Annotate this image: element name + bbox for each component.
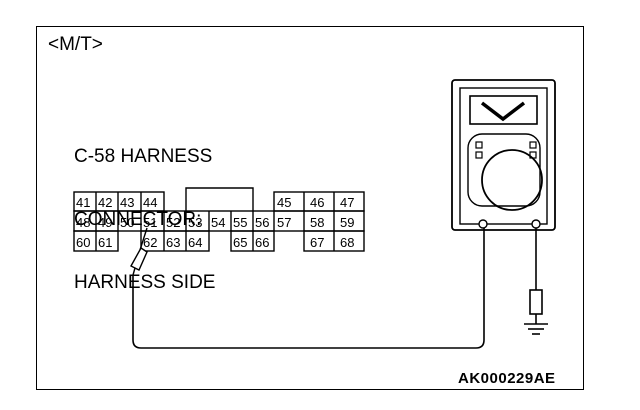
connector-title-line-3: HARNESS SIDE <box>74 272 216 293</box>
pin-label: 63 <box>166 235 180 250</box>
pin-label: 67 <box>310 235 324 250</box>
pin-label: 68 <box>340 235 354 250</box>
probe-icon <box>130 227 148 276</box>
pin-label: 42 <box>98 195 112 210</box>
connector-pin-labels: 41 42 43 44 45 46 47 48 49 50 51 52 53 5… <box>76 195 354 250</box>
pin-label: 60 <box>76 235 90 250</box>
diagram-frame <box>36 26 584 390</box>
pin-label: 44 <box>143 195 157 210</box>
pin-label: 43 <box>120 195 134 210</box>
pin-label: 65 <box>233 235 247 250</box>
connector-title-line-2: CONNECTOR: <box>74 209 202 230</box>
pin-label: 64 <box>188 235 202 250</box>
voltage-symbol-icon <box>480 101 526 122</box>
pin-label: 52 <box>166 215 180 230</box>
pin-label: 50 <box>120 215 134 230</box>
multimeter-icon <box>451 79 556 231</box>
pin-label: 59 <box>340 215 354 230</box>
pin-label: 62 <box>143 235 157 250</box>
pin-label: 61 <box>98 235 112 250</box>
ground-lead <box>529 228 543 324</box>
connector-face <box>73 187 365 252</box>
pin-label: 56 <box>255 215 269 230</box>
pin-label: 48 <box>76 215 90 230</box>
test-lead-wire <box>132 228 485 349</box>
figure-code: AK000229AE <box>458 370 556 387</box>
pin-label: 46 <box>310 195 324 210</box>
pin-label: 55 <box>233 215 247 230</box>
pin-label: 53 <box>188 215 202 230</box>
transmission-variant-label: <M/T> <box>48 34 103 55</box>
pin-label: 49 <box>98 215 112 230</box>
pin-label: 51 <box>143 215 157 230</box>
pin-label: 41 <box>76 195 90 210</box>
ground-icon <box>524 323 548 335</box>
pin-label: 45 <box>277 195 291 210</box>
pin-label: 47 <box>340 195 354 210</box>
connector-title: C-58 HARNESS CONNECTOR: HARNESS SIDE <box>74 104 215 314</box>
pin-label: 58 <box>310 215 324 230</box>
pin-label: 57 <box>277 215 291 230</box>
pin-label: 66 <box>255 235 269 250</box>
connector-title-line-1: C-58 HARNESS <box>74 146 213 167</box>
pin-label: 54 <box>211 215 225 230</box>
